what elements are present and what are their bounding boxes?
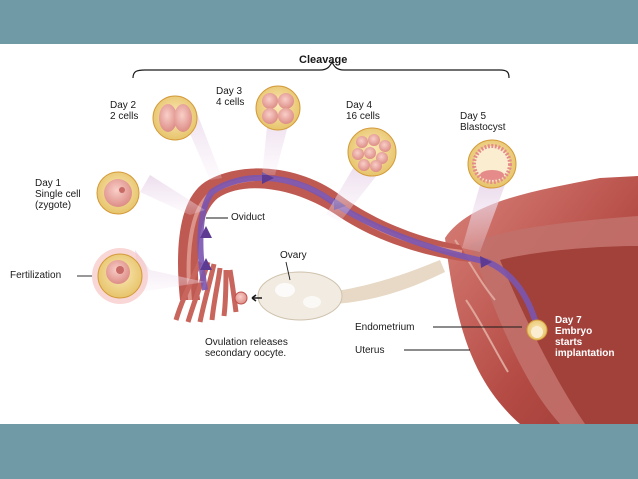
uterus-shape — [445, 176, 638, 424]
ovary-label: Ovary — [280, 250, 307, 261]
leader-lines — [77, 217, 522, 351]
bottom-frame-band — [0, 424, 638, 479]
two-cell-icon — [152, 95, 198, 141]
day4-label: Day 4 16 cells — [346, 100, 380, 122]
blastocyst-cell-icon — [467, 139, 517, 189]
zygote-cell-icon — [96, 171, 140, 215]
four-cell-icon — [255, 85, 301, 131]
endometrium-label: Endometrium — [355, 322, 415, 333]
ovary-shape — [257, 260, 445, 321]
migration-arrow — [197, 172, 538, 321]
fertilization-label: Fertilization — [10, 270, 62, 281]
cleavage-bracket — [132, 60, 510, 79]
cleavage-label: Cleavage — [299, 54, 348, 66]
oviduct-label: Oviduct — [231, 212, 265, 223]
day7-label: Day 7 Embryo starts implantation — [555, 315, 615, 359]
day3-label: Day 3 4 cells — [216, 86, 245, 108]
uterus-label: Uterus — [355, 345, 385, 356]
sixteen-cell-icon — [347, 127, 397, 177]
day2-label: Day 2 2 cells — [110, 100, 139, 122]
day5-label: Day 5 Blastocyst — [460, 111, 506, 133]
day1-label: Day 1 Single cell (zygote) — [35, 178, 81, 211]
released-oocyte — [234, 291, 262, 305]
fertilization-cell-icon — [92, 248, 148, 304]
implanting-embryo-icon — [526, 319, 548, 341]
ovulation-label: Ovulation releases secondary oocyte. — [205, 337, 288, 359]
top-frame-band — [0, 0, 638, 44]
